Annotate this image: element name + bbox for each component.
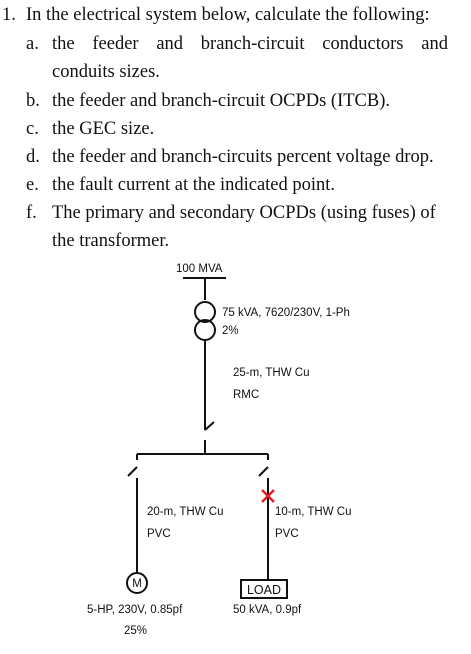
- item-a-word: and: [421, 34, 448, 54]
- feeder-breaker-icon: [204, 421, 215, 431]
- problem-stem: In the electrical system below, calculat…: [26, 5, 430, 25]
- fault-point-icon: [261, 489, 275, 503]
- transformer-rating: 75 kVA, 7620/230V, 1-Ph: [222, 307, 350, 319]
- item-a-letter: a.: [26, 34, 39, 54]
- item-a-word: conductors: [322, 34, 404, 54]
- load-symbol: LOAD: [247, 583, 281, 597]
- load-breaker-icon: [258, 466, 269, 477]
- transformer-primary-winding: [194, 301, 216, 323]
- item-e-line1: the fault current at the indicated point…: [52, 175, 336, 195]
- item-f-letter: f.: [26, 203, 37, 223]
- feeder-conductor: 25-m, THW Cu: [233, 367, 309, 379]
- item-d-letter: d.: [26, 147, 40, 167]
- motor-branch-conductor: 20-m, THW Cu: [147, 506, 223, 518]
- load-branch-conductor: 10-m, THW Cu: [275, 506, 351, 518]
- item-a-word: feeder: [92, 34, 139, 54]
- item-f-line2: the transformer.: [52, 231, 170, 251]
- item-b-line1: the feeder and branch-circuit OCPDs (ITC…: [52, 91, 391, 111]
- item-a-word: the: [52, 34, 75, 54]
- motor-extra: 25%: [124, 625, 147, 637]
- load-branch-conduit: PVC: [275, 528, 299, 540]
- item-f-line1: The primary and secondary OCPDs (using f…: [52, 203, 436, 223]
- item-a-line1: the feeder and branch-circuit conductors and: [52, 35, 448, 54]
- item-c-line1: the GEC size.: [52, 119, 155, 139]
- motor-rating: 5-HP, 230V, 0.85pf: [87, 604, 183, 616]
- item-b-letter: b.: [26, 91, 40, 111]
- motor-breaker-icon: [127, 466, 138, 477]
- source-rating: 100 MVA: [176, 263, 223, 275]
- load-box: [240, 579, 288, 599]
- problem-number: 1.: [2, 5, 16, 25]
- item-c-letter: c.: [26, 119, 39, 139]
- motor-symbol: M: [132, 578, 142, 590]
- item-a-word: and: [156, 34, 184, 54]
- item-d-line1: the feeder and branch-circuits percent v…: [52, 147, 434, 167]
- transformer-impedance: 2%: [222, 325, 239, 337]
- item-a-word: branch-circuit: [200, 34, 305, 54]
- feeder-conduit: RMC: [233, 389, 259, 401]
- item-e-letter: e.: [26, 175, 39, 195]
- load-rating: 50 kVA, 0.9pf: [233, 604, 302, 616]
- motor-icon: [126, 572, 148, 594]
- motor-branch-conduit: PVC: [147, 528, 171, 540]
- item-a-line2: conduits sizes.: [52, 62, 160, 82]
